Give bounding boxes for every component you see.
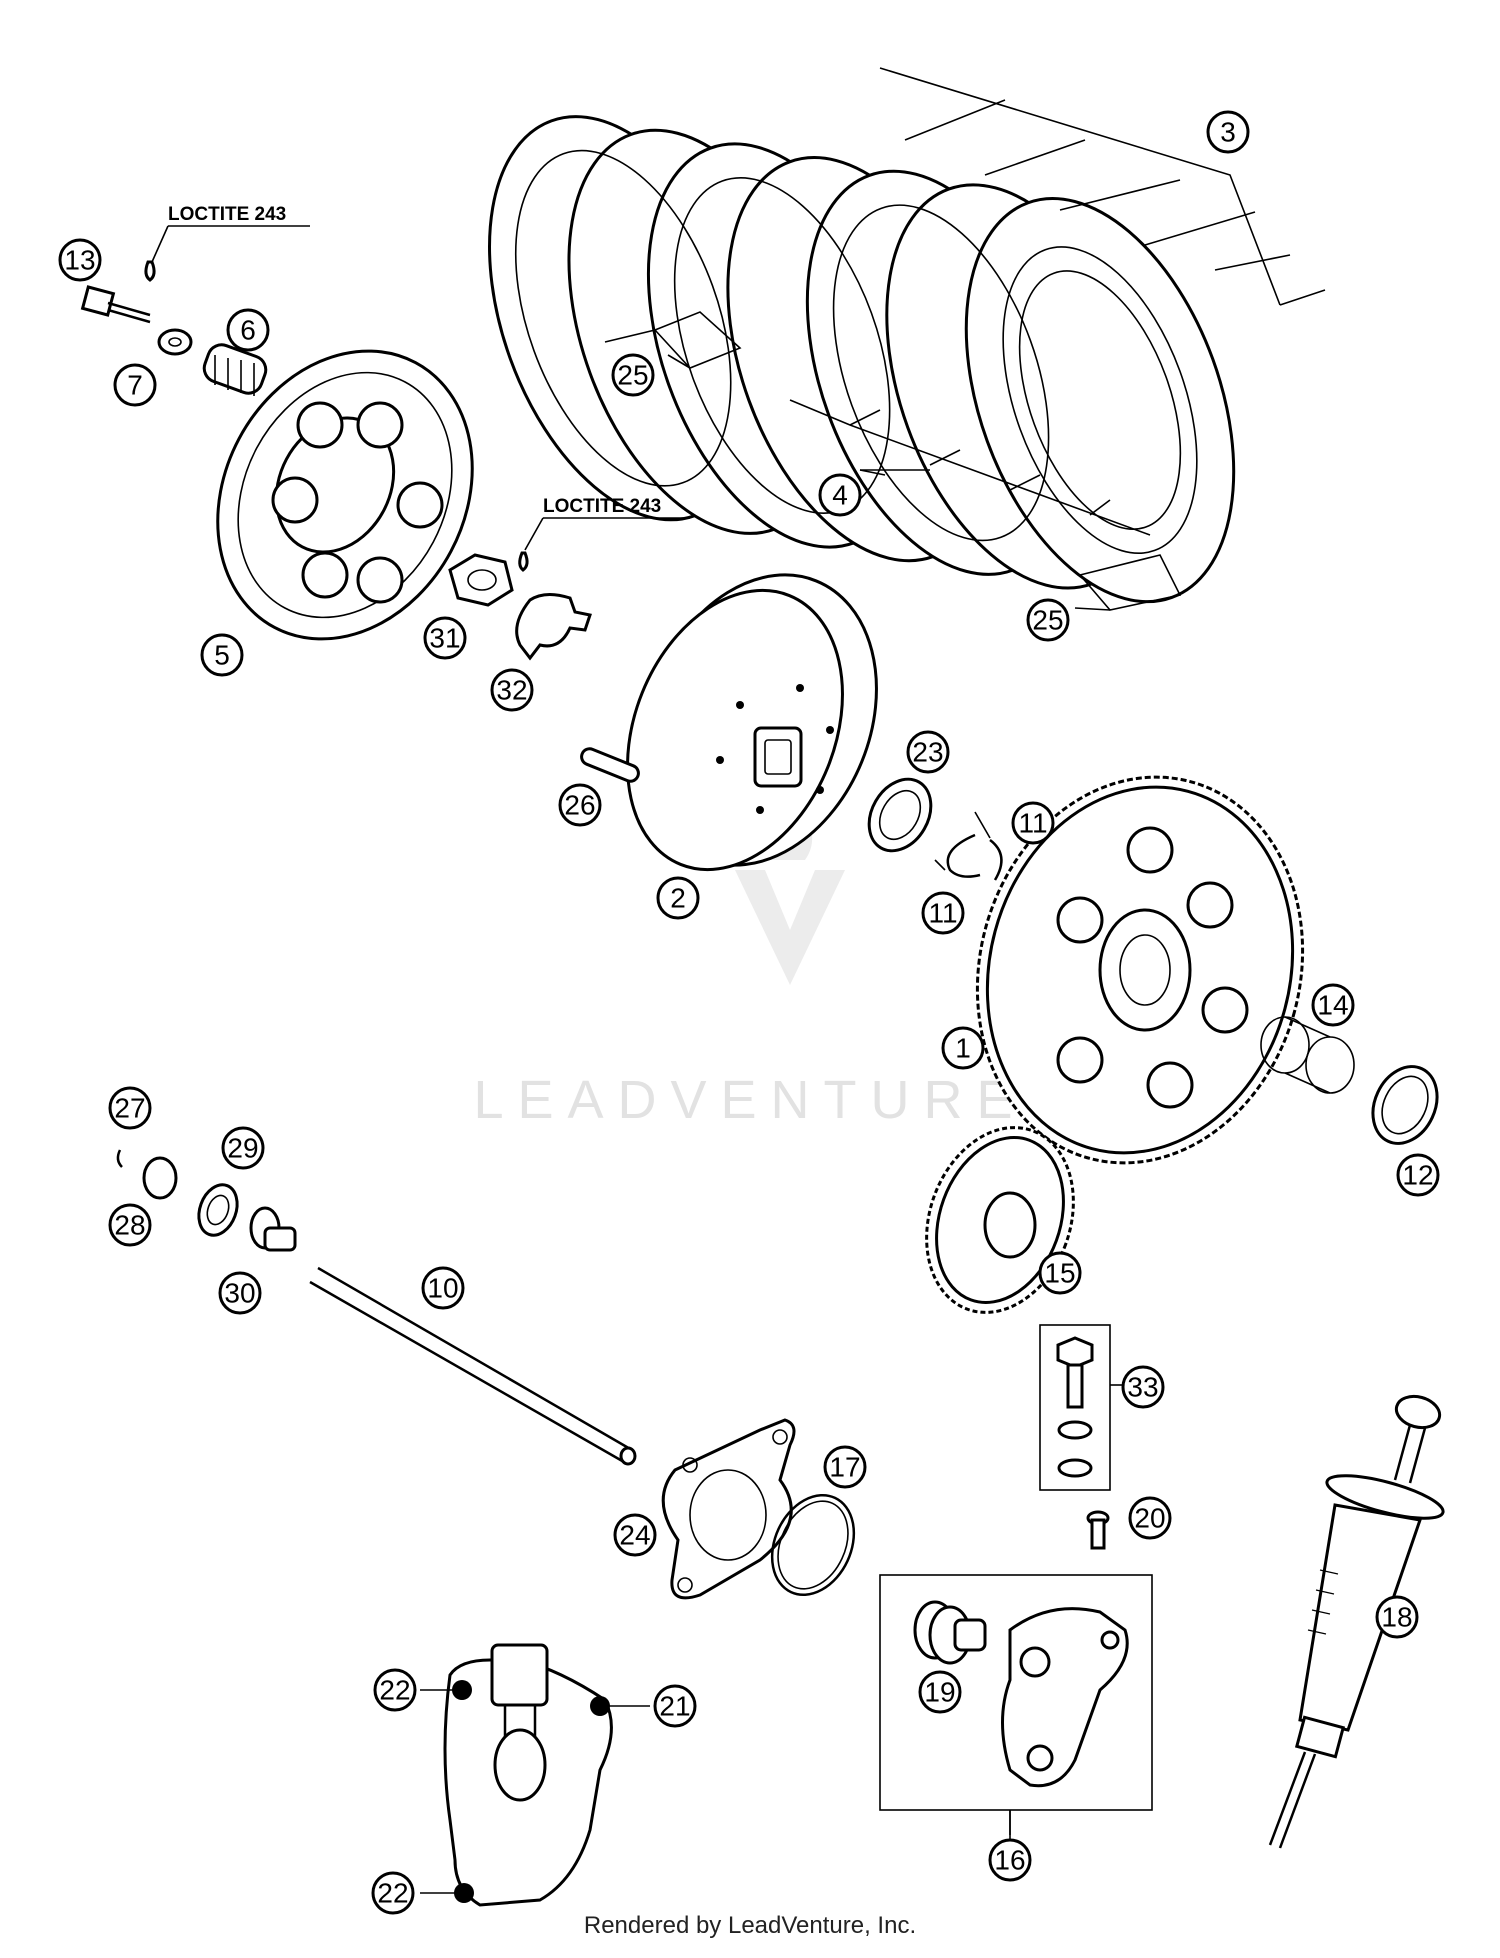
callout-29: 29 xyxy=(221,1126,265,1170)
svg-text:12: 12 xyxy=(1402,1160,1433,1191)
svg-text:22: 22 xyxy=(377,1878,408,1909)
svg-text:23: 23 xyxy=(912,737,943,768)
slave-cylinder-cover xyxy=(420,1643,650,1907)
pushrod-assembly xyxy=(116,1149,637,1466)
callout-26: 26 xyxy=(558,783,602,827)
svg-text:10: 10 xyxy=(427,1273,458,1304)
pressure-plate xyxy=(216,349,474,641)
watermark: LEADVENTURE xyxy=(473,790,1026,1130)
svg-text:11: 11 xyxy=(928,898,957,929)
leader-lines xyxy=(604,329,1111,1840)
bleed-syringe xyxy=(1268,1394,1445,1849)
bolt-washer-spring xyxy=(80,260,268,396)
svg-text:19: 19 xyxy=(924,1677,955,1708)
bleeder-screw xyxy=(1086,1510,1110,1550)
clutch-plate-stack xyxy=(488,67,1326,611)
svg-text:13: 13 xyxy=(64,245,95,276)
callout-25-bottom: 25 xyxy=(1026,598,1070,642)
callout-1: 1 xyxy=(941,1026,985,1070)
svg-text:5: 5 xyxy=(214,640,230,671)
svg-text:25: 25 xyxy=(1032,605,1063,636)
callout-24: 24 xyxy=(613,1513,657,1557)
callout-3: 3 xyxy=(1206,110,1250,154)
needle-bearing-halves xyxy=(946,833,1003,881)
svg-text:14: 14 xyxy=(1317,990,1348,1021)
o-ring xyxy=(770,1493,856,1597)
svg-text:6: 6 xyxy=(240,315,256,346)
intermediate-gear xyxy=(925,1126,1075,1314)
callout-4: 4 xyxy=(818,473,862,517)
callout-15: 15 xyxy=(1038,1251,1082,1295)
svg-text:25: 25 xyxy=(617,360,648,391)
callout-18: 18 xyxy=(1375,1595,1419,1639)
gasket xyxy=(661,1418,796,1600)
callout-33: 33 xyxy=(1121,1365,1165,1409)
svg-text:22: 22 xyxy=(379,1675,410,1706)
callout-10: 10 xyxy=(421,1266,465,1310)
svg-text:20: 20 xyxy=(1134,1503,1165,1534)
callout-6: 6 xyxy=(226,308,270,352)
svg-text:28: 28 xyxy=(114,1210,145,1241)
callout-12: 12 xyxy=(1396,1153,1440,1197)
svg-text:18: 18 xyxy=(1381,1602,1412,1633)
footer-credit: Rendered by LeadVenture, Inc. xyxy=(583,1912,917,1939)
callout-7: 7 xyxy=(113,363,157,407)
svg-text:11: 11 xyxy=(1018,808,1047,839)
inner-clutch-hub xyxy=(626,573,878,872)
watermark-text: LEADVENTURE xyxy=(473,1070,1026,1130)
svg-text:33: 33 xyxy=(1127,1372,1158,1403)
svg-text:1: 1 xyxy=(955,1033,971,1064)
washer-12 xyxy=(1371,1065,1439,1145)
callout-27: 27 xyxy=(108,1086,152,1130)
callout-17: 17 xyxy=(823,1445,867,1489)
callout-2: 2 xyxy=(656,876,700,920)
callout-11-a: 11 xyxy=(1011,801,1055,845)
callout-5: 5 xyxy=(200,633,244,677)
callout-31: 31 xyxy=(423,616,467,660)
svg-text:29: 29 xyxy=(227,1133,258,1164)
callout-19: 19 xyxy=(918,1670,962,1714)
callout-13: 13 xyxy=(58,238,102,282)
callout-14: 14 xyxy=(1311,983,1355,1027)
svg-text:LOCTITE 243: LOCTITE 243 xyxy=(168,204,286,225)
loctite-note-2: LOCTITE 243 xyxy=(518,496,690,572)
callout-32: 32 xyxy=(490,668,534,712)
nut-and-lockwasher xyxy=(448,553,592,661)
svg-text:26: 26 xyxy=(564,790,595,821)
loctite-note-1: LOCTITE 243 xyxy=(151,204,310,263)
svg-text:3: 3 xyxy=(1220,117,1236,148)
callout-25-top: 25 xyxy=(611,353,655,397)
callout-21: 21 xyxy=(653,1684,697,1728)
callout-22-top: 22 xyxy=(373,1668,417,1712)
svg-text:27: 27 xyxy=(114,1093,145,1124)
svg-text:24: 24 xyxy=(619,1520,650,1551)
slave-cylinder-box xyxy=(879,1574,1153,1835)
svg-text:31: 31 xyxy=(429,623,460,654)
callout-30: 30 xyxy=(218,1271,262,1315)
callout-20: 20 xyxy=(1128,1496,1172,1540)
svg-text:2: 2 xyxy=(670,883,686,914)
callout-11-b: 11 xyxy=(921,891,965,935)
bushing xyxy=(1260,1016,1355,1094)
banjo-bolt-box xyxy=(1039,1324,1125,1491)
callout-23: 23 xyxy=(906,730,950,774)
callout-22-bottom: 22 xyxy=(371,1871,415,1915)
callouts: 3 25 4 25 13 6 7 5 31 32 23 26 11 2 11 1… xyxy=(58,110,1440,1915)
svg-text:16: 16 xyxy=(994,1845,1025,1876)
pin xyxy=(580,747,640,783)
svg-text:21: 21 xyxy=(659,1691,690,1722)
watermark-logo-icon xyxy=(735,870,845,985)
callout-28: 28 xyxy=(108,1203,152,1247)
clutch-basket-gear xyxy=(975,775,1305,1165)
svg-text:30: 30 xyxy=(224,1278,255,1309)
svg-text:17: 17 xyxy=(829,1452,860,1483)
svg-text:LOCTITE 243: LOCTITE 243 xyxy=(543,496,661,517)
svg-text:15: 15 xyxy=(1044,1258,1075,1289)
svg-text:4: 4 xyxy=(832,480,848,511)
svg-text:7: 7 xyxy=(127,370,143,401)
callout-16: 16 xyxy=(988,1838,1032,1882)
svg-text:32: 32 xyxy=(496,675,527,706)
thrust-washer xyxy=(867,777,933,853)
